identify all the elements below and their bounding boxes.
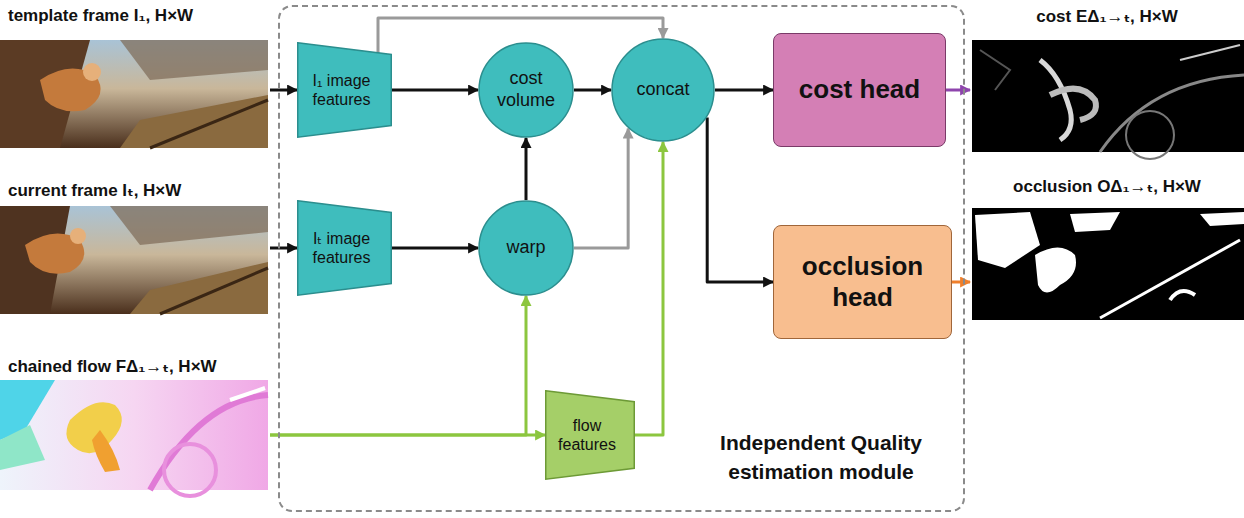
connector-arrow bbox=[270, 296, 526, 435]
block-label: flow features bbox=[549, 416, 625, 454]
connector-arrow bbox=[635, 142, 663, 435]
circle-shape bbox=[479, 43, 573, 137]
trapezoid-outline bbox=[545, 390, 635, 480]
connector-arrow bbox=[270, 89, 297, 92]
trapezoid-shape bbox=[546, 391, 635, 480]
trapezoid-shape bbox=[298, 201, 392, 296]
block-label: I₁ image features bbox=[301, 71, 382, 109]
image-heading: occlusion OΔ₁→ₜ, H×W bbox=[970, 176, 1244, 197]
operation-circle: warp bbox=[478, 200, 574, 296]
operation-circle: concat bbox=[611, 38, 715, 142]
operation-circle: cost volume bbox=[478, 42, 574, 138]
block-label: warp bbox=[506, 237, 545, 259]
occlusion-map-image bbox=[972, 208, 1244, 320]
image-heading: current frame Iₜ, H×W bbox=[8, 180, 270, 201]
module-label: Independent Quality estimation module bbox=[691, 429, 951, 486]
feature-encoder: Iₜ image features bbox=[297, 200, 392, 296]
image-heading: template frame I₁, H×W bbox=[8, 6, 270, 26]
connector-arrow bbox=[707, 117, 773, 282]
feature-encoder: I₁ image features bbox=[297, 42, 392, 138]
module-boundary: Independent Quality estimation module I₁ … bbox=[278, 5, 965, 512]
input-image-block: template frame I₁, H×W bbox=[0, 6, 270, 150]
connector-arrow bbox=[946, 89, 970, 92]
connector-arrow bbox=[574, 89, 611, 92]
output-image-block: occlusion OΔ₁→ₜ, H×W bbox=[970, 176, 1244, 320]
head-box: occlusion head bbox=[773, 225, 952, 339]
current-frame-image bbox=[0, 206, 268, 314]
connector-arrow bbox=[952, 281, 970, 284]
circle-shape bbox=[612, 39, 714, 141]
output-image-block: cost EΔ₁→ₜ, H×W bbox=[970, 6, 1244, 152]
flow-image bbox=[0, 380, 268, 496]
connector-arrow bbox=[574, 129, 628, 248]
head-box: cost head bbox=[773, 33, 946, 147]
connector-arrow bbox=[392, 247, 478, 250]
connector-arrow bbox=[270, 247, 297, 250]
connector-arrow bbox=[715, 89, 773, 92]
connector-arrow bbox=[392, 89, 478, 92]
cost-map-image bbox=[972, 40, 1244, 159]
trapezoid-outline bbox=[297, 200, 392, 296]
flow-encoder: flow features bbox=[545, 390, 635, 480]
input-image-block: chained flow FΔ₁→ₜ, H×W bbox=[0, 356, 270, 492]
block-label: Iₜ image features bbox=[301, 229, 382, 267]
connector-arrow bbox=[270, 434, 545, 437]
image-heading: cost EΔ₁→ₜ, H×W bbox=[970, 6, 1244, 27]
input-image-block: current frame Iₜ, H×W bbox=[0, 180, 270, 316]
trapezoid-outline bbox=[297, 42, 392, 138]
block-label: cost volume bbox=[486, 68, 566, 111]
block-label: occlusion head bbox=[780, 251, 945, 313]
connector-arrow bbox=[525, 138, 528, 200]
trapezoid-shape bbox=[298, 43, 392, 138]
block-label: concat bbox=[636, 79, 689, 101]
circle-shape bbox=[479, 201, 573, 295]
image-heading: chained flow FΔ₁→ₜ, H×W bbox=[8, 356, 270, 377]
block-label: cost head bbox=[799, 74, 920, 105]
template-frame-image bbox=[0, 40, 268, 148]
